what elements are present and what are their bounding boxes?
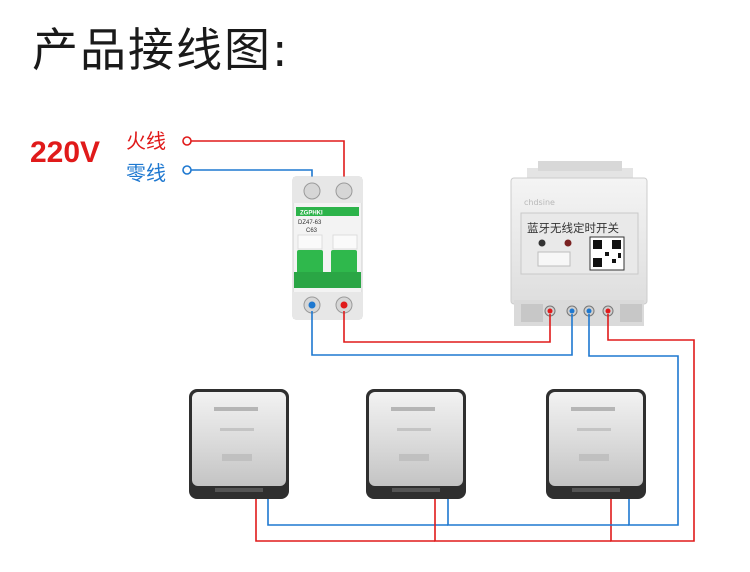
breaker-model: DZ47-63 (298, 220, 322, 226)
live-wire-label: 火线 (126, 129, 166, 153)
timer-output-live-wire (607, 314, 695, 542)
timer-output-neutral-wire (588, 314, 679, 526)
circuit-breaker: ZGPHKI DZ47-63 C63 (292, 176, 363, 320)
breaker-to-timer-neutral-wire (311, 311, 573, 356)
load-device-3 (546, 389, 646, 499)
breaker-brand: ZGPHKI (300, 211, 323, 217)
breaker-to-timer-live-wire (343, 311, 551, 343)
page-title: 产品接线图: (32, 23, 290, 77)
neutral-wire-label: 零线 (126, 161, 166, 185)
load-device-1 (189, 389, 289, 499)
timer-brand: chdsine (524, 198, 555, 207)
voltage-label: 220V (30, 136, 101, 169)
breaker-rating: C63 (306, 228, 318, 234)
timer-label: 蓝牙无线定时开关 (527, 221, 619, 235)
load-live-bus-2 (255, 490, 435, 542)
load-neutral-bus-2 (267, 490, 448, 526)
load-device-2 (366, 389, 466, 499)
live-input-wire (182, 136, 345, 186)
timer-switch: chdsine 蓝牙无线定时开关 (510, 161, 648, 326)
